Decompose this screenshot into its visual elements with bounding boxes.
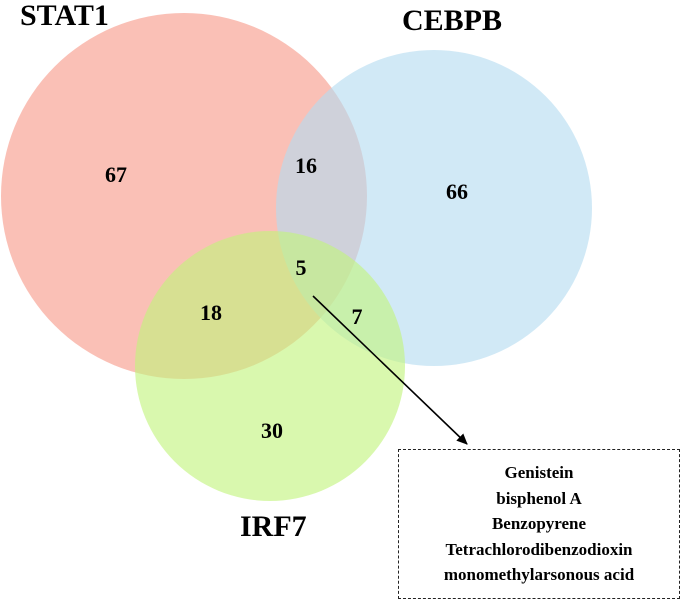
callout-item: bisphenol A [496, 488, 582, 508]
stat1-label: STAT1 [20, 0, 109, 32]
region-cebpb-only: 66 [446, 179, 468, 204]
callout-item: Genistein [504, 463, 574, 483]
callout-item: Tetrachlorodibenzodioxin [445, 539, 633, 559]
irf7-circle [135, 231, 405, 501]
callout-item: Benzopyrene [491, 514, 587, 534]
cebpb-label: CEBPB [402, 4, 502, 37]
region-stat1-only: 67 [105, 162, 127, 187]
region-irf7-only: 30 [261, 418, 283, 443]
callout-item: monomethylarsonous acid [443, 565, 635, 585]
callout-arrow [312, 295, 468, 445]
region-stat1-irf7: 18 [200, 300, 222, 325]
region-all-three: 5 [296, 255, 307, 280]
irf7-label: IRF7 [240, 510, 307, 543]
callout-box: Genistein bisphenol A Benzopyrene Tetrac… [398, 449, 680, 599]
region-cebpb-irf7: 7 [352, 304, 363, 329]
region-stat1-cebpb: 16 [295, 153, 317, 178]
